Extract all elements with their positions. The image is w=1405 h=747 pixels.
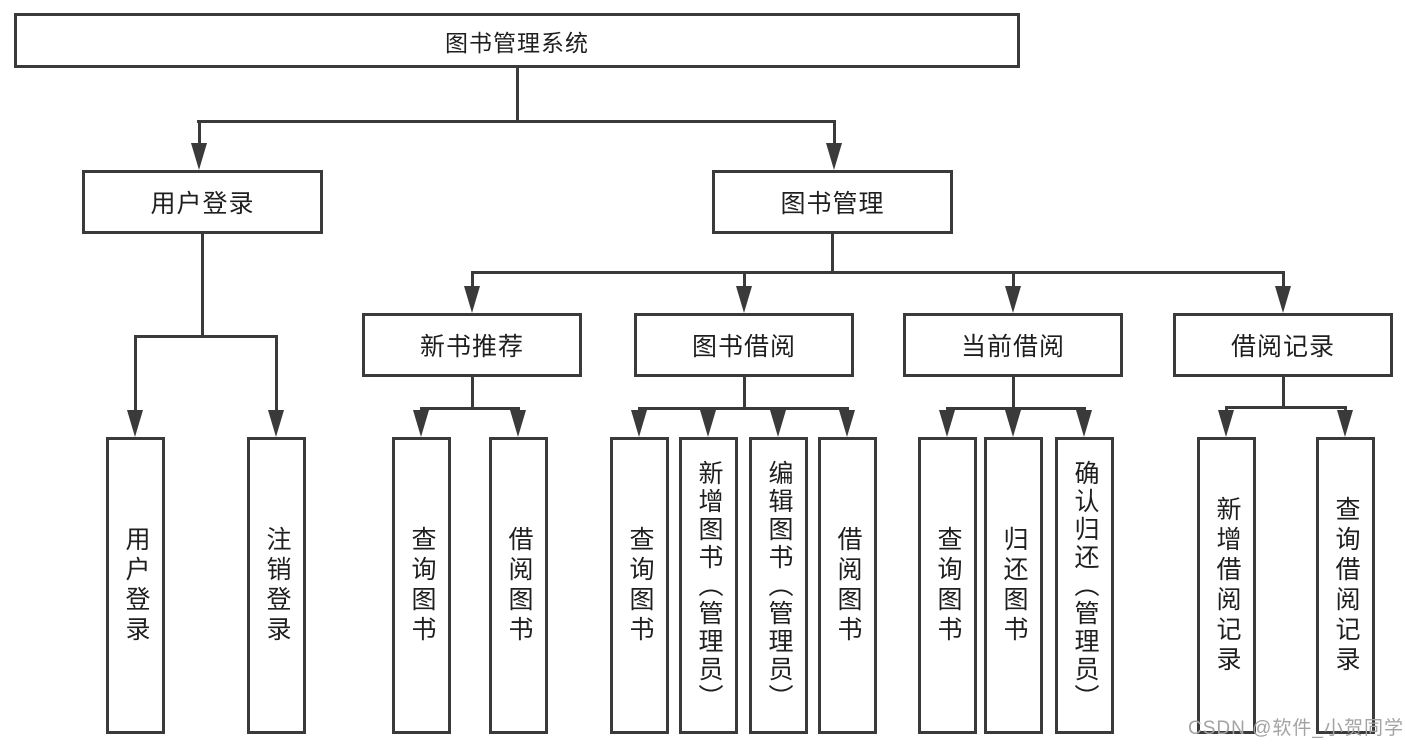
leaf-cb-confirm-return-admin: 确认归还（管理员） xyxy=(1055,437,1114,734)
arrowhead-user-login xyxy=(191,143,207,170)
connector-book-mgmt-split xyxy=(471,271,1285,274)
connector-to-new-book xyxy=(471,271,474,291)
connector-current-split xyxy=(946,407,1086,410)
node-book-borrow: 图书借阅 xyxy=(634,313,854,377)
connector-to-user-login xyxy=(198,120,201,148)
node-new-book-recommend: 新书推荐 xyxy=(362,313,582,377)
leaf-br-add-record: 新增借阅记录 xyxy=(1197,437,1256,734)
leaf-bb-edit-book-admin: 编辑图书（管理员） xyxy=(749,437,808,734)
leaf-cb-query-book: 查询图书 xyxy=(918,437,977,734)
arrowhead-borrow-record xyxy=(1275,286,1291,313)
leaf-logout: 注销登录 xyxy=(247,437,306,734)
leaf-bb-add-book-admin: 新增图书（管理员） xyxy=(679,437,738,734)
arrowhead-bb-leaf-2 xyxy=(700,410,716,437)
leaf-bb-query-book: 查询图书 xyxy=(610,437,669,734)
arrowhead-new-book xyxy=(464,286,480,313)
arrowhead-cb-leaf-2 xyxy=(1005,410,1021,437)
node-library-management-system: 图书管理系统 xyxy=(14,13,1020,68)
connector-record-split xyxy=(1225,406,1347,409)
arrowhead-nb-leaf-1 xyxy=(413,410,429,437)
arrowhead-login-leaf xyxy=(127,410,143,437)
leaf-cb-return-book: 归还图书 xyxy=(984,437,1043,734)
arrowhead-br-leaf-1 xyxy=(1218,410,1234,437)
connector-user-login-split xyxy=(134,335,278,338)
connector-book-mgmt-down xyxy=(831,234,834,274)
arrowhead-nb-leaf-2 xyxy=(510,410,526,437)
arrowhead-logout-leaf xyxy=(268,410,284,437)
connector-root-down xyxy=(516,68,519,123)
connector-user-login-down xyxy=(201,234,204,338)
leaf-user-login: 用户登录 xyxy=(106,437,165,734)
arrowhead-book-borrow xyxy=(736,286,752,313)
connector-root-split xyxy=(197,120,836,123)
connector-to-logout-leaf xyxy=(275,335,278,413)
connector-new-book-down xyxy=(471,377,474,410)
csdn-watermark: CSDN @软件_小贺同学 xyxy=(1188,718,1404,739)
arrowhead-bb-leaf-4 xyxy=(839,410,855,437)
leaf-bb-borrow-book: 借阅图书 xyxy=(818,437,877,734)
connector-to-current-borrow xyxy=(1012,271,1015,291)
connector-to-borrow-record xyxy=(1282,271,1285,291)
leaf-nb-query-book: 查询图书 xyxy=(392,437,451,734)
connector-new-book-split xyxy=(420,407,520,410)
arrowhead-cb-leaf-1 xyxy=(939,410,955,437)
node-user-login: 用户登录 xyxy=(82,170,323,234)
node-current-borrow: 当前借阅 xyxy=(903,313,1123,377)
connector-current-down xyxy=(1012,377,1015,410)
connector-to-book-borrow xyxy=(743,271,746,291)
arrowhead-bb-leaf-1 xyxy=(631,410,647,437)
connector-borrow-split xyxy=(638,407,849,410)
node-borrow-record: 借阅记录 xyxy=(1173,313,1393,377)
leaf-br-query-record: 查询借阅记录 xyxy=(1316,437,1375,734)
connector-record-down xyxy=(1282,377,1285,409)
leaf-nb-borrow-book: 借阅图书 xyxy=(489,437,548,734)
arrowhead-book-management xyxy=(826,143,842,170)
arrowhead-br-leaf-2 xyxy=(1337,410,1353,437)
node-book-management: 图书管理 xyxy=(712,170,953,234)
connector-to-login-leaf xyxy=(134,335,137,413)
connector-borrow-down xyxy=(743,377,746,410)
connector-to-book-management xyxy=(833,120,836,148)
arrowhead-current-borrow xyxy=(1005,286,1021,313)
arrowhead-cb-leaf-3 xyxy=(1076,410,1092,437)
arrowhead-bb-leaf-3 xyxy=(770,410,786,437)
